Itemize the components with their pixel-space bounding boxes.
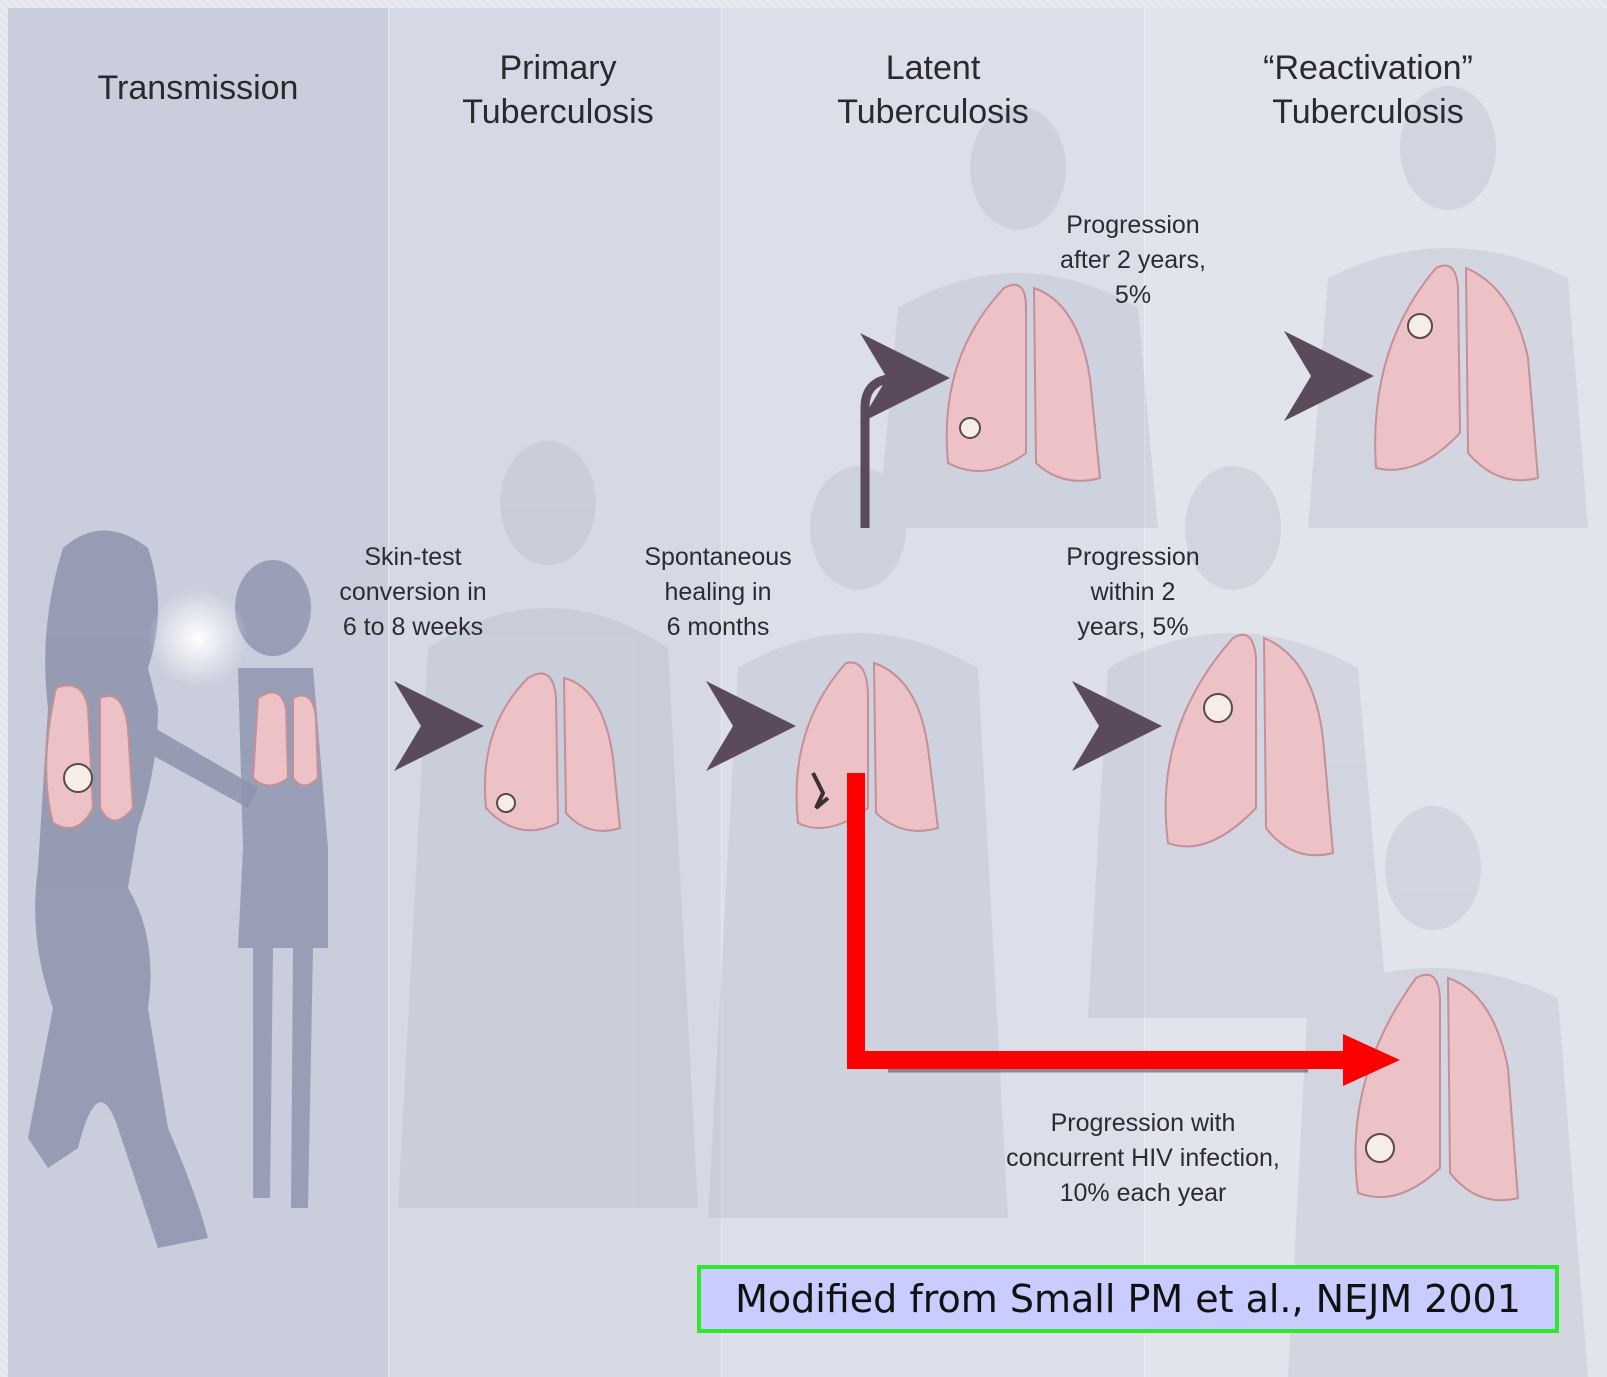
child-figure <box>235 560 328 1208</box>
source-credit: Modified from Small PM et al., NEJM 2001 <box>697 1265 1559 1333</box>
cough-cloud <box>148 588 248 688</box>
header-transmission: Transmission <box>68 66 328 110</box>
diagram-artwork <box>8 8 1607 1377</box>
header-reactivation: “Reactivation”Tuberculosis <box>1208 46 1528 134</box>
